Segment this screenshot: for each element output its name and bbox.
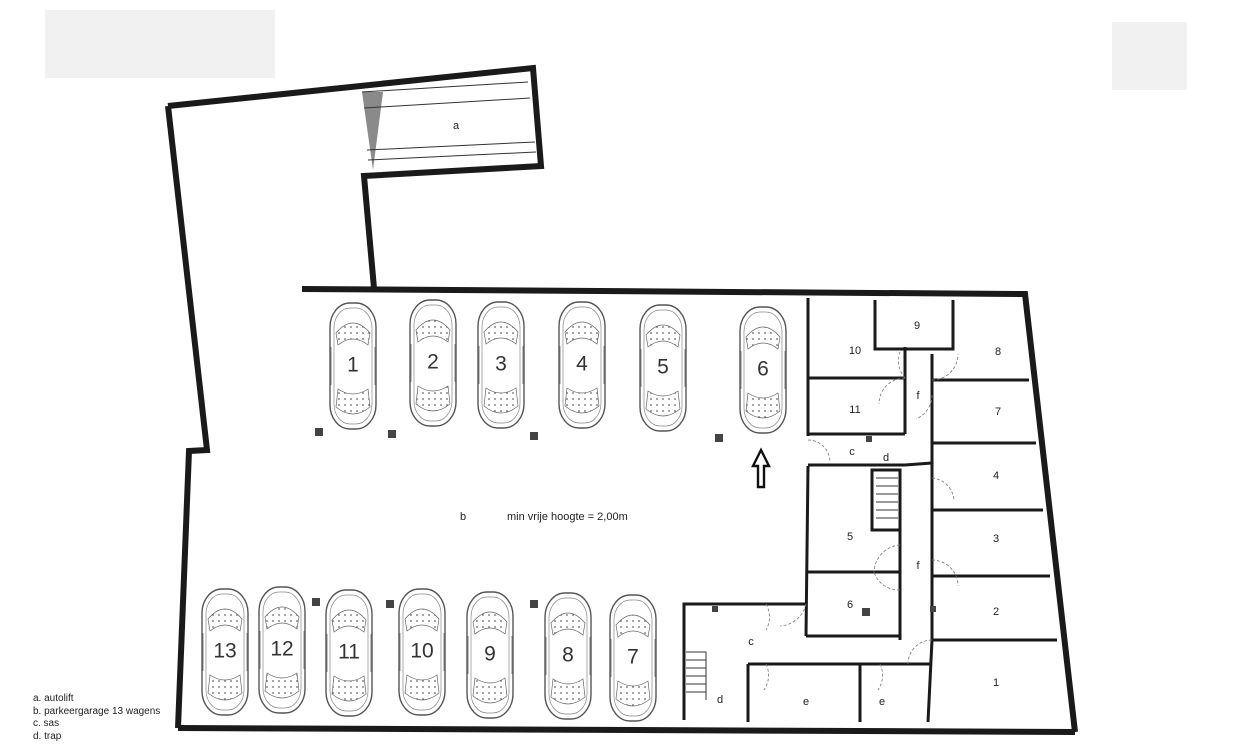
windshield [335,322,371,346]
parking-space-number: 7 [627,646,639,669]
legend-item-b: b. parkeergarage 13 wagens [33,705,161,717]
storage-block-walls [682,298,1057,723]
storage-room-number: 2 [993,606,999,618]
windshield [745,326,781,350]
rear-window [415,385,451,412]
stair-lower [686,651,707,700]
room-e-right-label: e [879,696,885,708]
stair-upper [876,477,898,519]
rear-window [550,678,586,705]
room-f-lower-label: f [916,560,920,572]
parking-space-number: 4 [576,353,588,376]
parking-space: 8 [544,592,592,720]
windshield [564,321,600,345]
storage-room-number: 11 [849,404,860,416]
windshield [207,608,243,632]
parking-space-number: 6 [757,358,769,381]
parking-space: 1 [329,302,377,430]
legend: a. autolift b. parkeergarage 13 wagens c… [33,693,160,743]
parking-space-number: 1 [347,354,359,377]
windshield [331,609,367,633]
parking-space-number: 2 [427,351,439,374]
rear-window [331,675,367,702]
outer-walls [165,64,1078,735]
rear-window [564,387,600,414]
storage-room-number: 8 [995,346,1001,358]
storage-room-number: 4 [993,470,999,482]
door-swings [763,351,959,691]
parking-space: 2 [409,299,457,427]
autolift: a [361,81,537,170]
parking-space: 7 [609,594,657,722]
storage-room-number: 7 [995,406,1001,418]
storage-room-number: 1 [993,677,999,689]
bottom-wall [177,725,1076,735]
parking-space-number: 13 [213,640,236,663]
parking-space: 10 [398,588,446,716]
parking-space: 4 [558,301,606,429]
room-c-lower-label: c [748,636,754,648]
parking-row-top: 1 2 3 4 5 6 [329,299,787,434]
storage-room-number: 9 [914,320,920,332]
parking-space: 11 [325,589,373,717]
rear-window [745,392,781,419]
rear-window [645,390,681,417]
arrow-up-icon [751,447,771,489]
storage-room-number: 5 [847,531,853,543]
parking-space-number: 8 [562,644,574,667]
room-d-upper-label: d [883,452,889,464]
clearance-note: min vrije hoogte = 2,00m [507,511,628,523]
scan-smudge-right [1112,22,1187,90]
left-wing-wall [167,64,545,289]
legend-item-c: c. sas [33,718,60,729]
windshield [415,319,451,343]
legend-item-d: d. trap [33,730,62,742]
legend-item-a: a. autolift [33,693,74,704]
parking-row-bottom: 13 12 11 10 9 8 7 [201,586,657,722]
rear-window [615,680,651,707]
parking-space: 13 [201,588,249,716]
windshield [264,606,300,630]
parking-space-number: 9 [484,643,496,666]
right-wall [301,286,1078,733]
rear-window [483,387,519,414]
room-d-lower-label: d [717,694,723,706]
storage-room-number: 6 [847,599,853,611]
parking-space: 12 [258,586,306,714]
rear-window [472,677,508,704]
storage-room-number: 10 [849,345,861,357]
parking-space-number: 11 [338,641,360,664]
scan-smudge-header [45,10,275,78]
rear-window [264,672,300,699]
parking-space-number: 5 [657,356,669,379]
room-f-upper-label: f [916,390,920,402]
parking-space: 5 [639,304,687,432]
windshield [645,324,681,348]
windshield [550,612,586,636]
room-c-upper-label: c [849,446,855,458]
windshield [483,321,519,345]
parking-space: 6 [739,306,787,434]
left-boundary-wall [165,105,211,729]
windshield [404,608,440,632]
storage-room-number: 3 [993,533,999,545]
room-e-left-label: e [803,696,809,708]
rear-window [404,674,440,701]
zone-b-label: b [460,511,466,523]
parking-space-number: 3 [495,353,507,376]
rear-window [335,388,371,415]
column-markers [312,428,936,616]
parking-space-number: 10 [410,640,433,663]
rear-window [207,674,243,701]
parking-space: 9 [466,591,514,719]
storage-room-labels: 1 2 3 4 5 6 7 8 9 10 11 [847,320,1001,689]
parking-space: 3 [477,301,525,429]
zone-a-label: a [453,120,460,132]
windshield [472,611,508,635]
windshield [615,614,651,638]
parking-space-number: 12 [270,638,293,661]
